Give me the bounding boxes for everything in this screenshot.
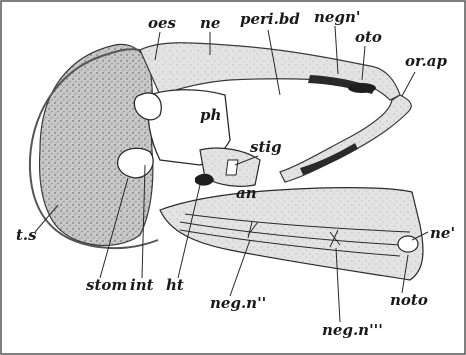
label-neg-triple: neg.n''' (322, 321, 383, 339)
oral-arm (280, 95, 411, 182)
label-ne-prime: ne' (430, 224, 455, 242)
label-stom: stom (86, 276, 127, 294)
label-noto: noto (390, 291, 428, 309)
label-peri-bd: peri.bd (240, 10, 300, 28)
leader-or-ap (402, 72, 415, 96)
stigma (226, 160, 238, 175)
label-ph: ph (200, 106, 221, 124)
label-oto: oto (355, 28, 382, 46)
label-int: int (130, 276, 154, 294)
stomach (118, 148, 154, 178)
label-ne: ne (200, 14, 220, 32)
label-oes: oes (148, 14, 177, 32)
label-ht: ht (166, 276, 184, 294)
label-neg-double: neg.n'' (210, 294, 266, 312)
label-an: an (236, 184, 257, 202)
label-stig: stig (250, 138, 282, 156)
label-or-ap: or.ap (405, 52, 447, 70)
label-ts: t.s (16, 226, 37, 244)
otocyst (348, 83, 376, 93)
test-shape (40, 44, 153, 245)
label-negn-prime: negn' (314, 8, 360, 26)
tail (160, 188, 423, 280)
